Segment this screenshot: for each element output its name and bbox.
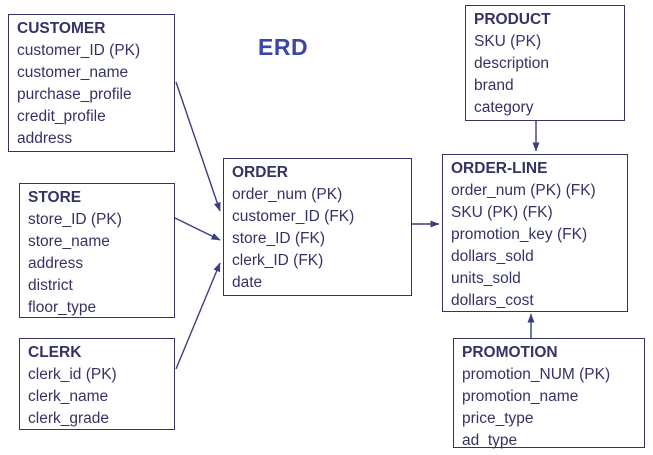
entity-field: store_ID (PK) bbox=[28, 211, 122, 228]
entity-field: customer_ID (FK) bbox=[232, 208, 355, 225]
entity-field: store_ID (FK) bbox=[232, 230, 326, 247]
entity-field: description bbox=[474, 55, 549, 72]
entity-field: category bbox=[474, 99, 534, 116]
entity-field: units_sold bbox=[451, 270, 521, 287]
entity-field: address bbox=[28, 255, 84, 272]
entity-field: order_num (PK) bbox=[232, 186, 343, 203]
entity-order-line: ORDER-LINE order_num (PK) (FK) SKU (PK) … bbox=[442, 154, 628, 312]
entity-field: clerk_name bbox=[28, 388, 109, 405]
connector-customer-order bbox=[175, 81, 221, 212]
entity-field: order_num (PK) (FK) bbox=[451, 182, 596, 199]
entity-field: dollars_cost bbox=[451, 292, 534, 309]
entity-field: store_name bbox=[28, 233, 110, 250]
entity-field: dollars_sold bbox=[451, 248, 534, 265]
entity-product: PRODUCT SKU (PK) description brand categ… bbox=[465, 5, 625, 121]
entity-field: district bbox=[28, 277, 73, 294]
entity-store-name: STORE bbox=[28, 189, 82, 206]
connector-clerk-order bbox=[175, 262, 221, 370]
entity-field: customer_ID (PK) bbox=[17, 42, 141, 59]
entity-field: SKU (PK) (FK) bbox=[451, 204, 553, 221]
entity-field: brand bbox=[474, 77, 514, 94]
entity-field: SKU (PK) bbox=[474, 33, 542, 50]
diagram-title: ERD bbox=[258, 34, 309, 60]
entity-field: promotion_name bbox=[462, 388, 579, 405]
entity-field: date bbox=[232, 274, 263, 291]
entity-promotion: PROMOTION promotion_NUM (PK) promotion_n… bbox=[453, 338, 645, 449]
entity-field: address bbox=[17, 130, 73, 147]
entity-field: clerk_ID (FK) bbox=[232, 252, 324, 269]
entity-product-name: PRODUCT bbox=[474, 11, 551, 28]
entity-order-name: ORDER bbox=[232, 164, 288, 181]
entity-field: purchase_profile bbox=[17, 86, 132, 103]
entity-field: clerk_grade bbox=[28, 410, 109, 427]
entity-customer: CUSTOMER customer_ID (PK) customer_name … bbox=[8, 14, 175, 152]
entity-field: promotion_key (FK) bbox=[451, 226, 588, 243]
entity-field: credit_profile bbox=[17, 108, 106, 125]
entity-customer-name: CUSTOMER bbox=[17, 20, 106, 37]
entity-clerk: CLERK clerk_id (PK) clerk_name clerk_gra… bbox=[19, 338, 175, 430]
entity-order-line-name: ORDER-LINE bbox=[451, 160, 548, 177]
connector-store-order bbox=[174, 217, 221, 241]
entity-order: ORDER order_num (PK) customer_ID (FK) st… bbox=[223, 158, 412, 296]
entity-clerk-name: CLERK bbox=[28, 344, 82, 361]
entity-field: clerk_id (PK) bbox=[28, 366, 117, 383]
entity-field: ad_type bbox=[462, 432, 518, 449]
entity-store: STORE store_ID (PK) store_name address d… bbox=[19, 183, 175, 318]
entity-field: promotion_NUM (PK) bbox=[462, 366, 611, 383]
entity-field: customer_name bbox=[17, 64, 129, 81]
entity-field: price_type bbox=[462, 410, 534, 427]
entity-field: floor_type bbox=[28, 299, 97, 316]
entity-promotion-name: PROMOTION bbox=[462, 344, 558, 361]
